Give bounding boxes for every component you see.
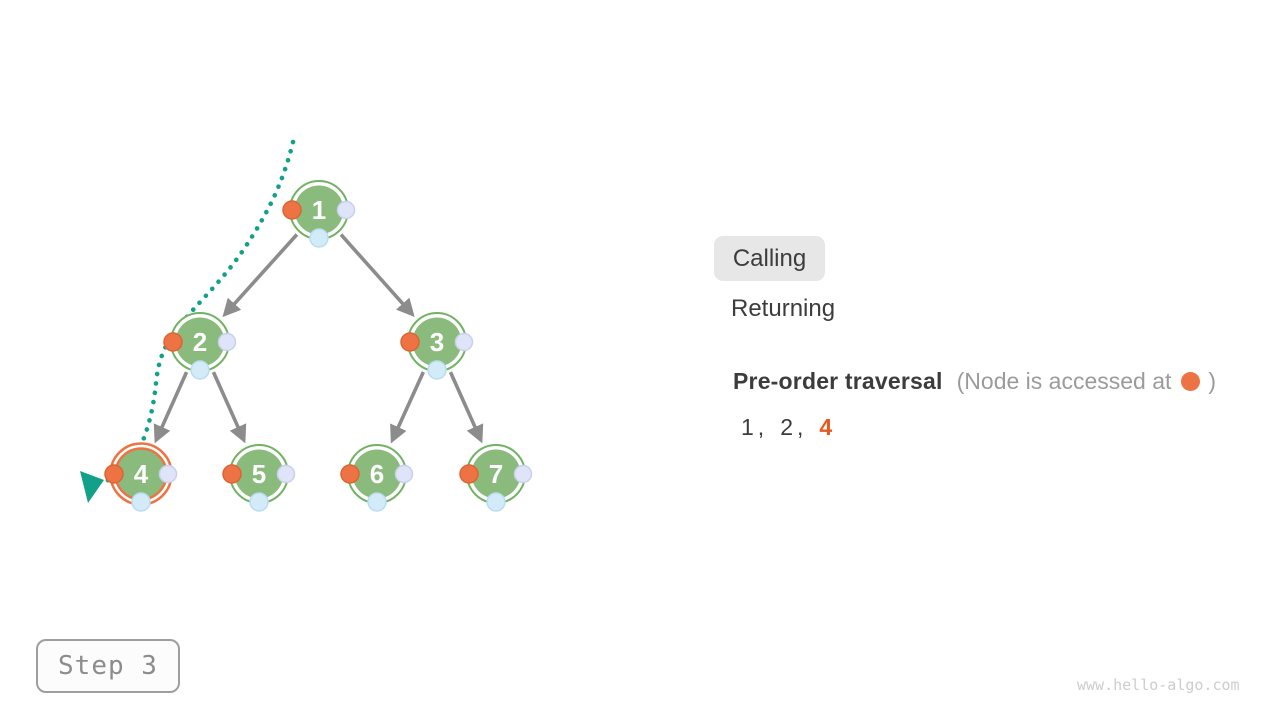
bottom-marker-icon: [427, 360, 447, 380]
right-marker-icon: [276, 464, 296, 484]
tree-edges: [153, 233, 484, 444]
tree-edge: [448, 371, 484, 444]
node-circle: [294, 185, 344, 235]
node-circle: [352, 449, 402, 499]
bottom-marker-icon: [309, 228, 329, 248]
sequence-separator: ,: [757, 414, 765, 440]
access-marker-icon: [104, 464, 124, 484]
tree-node-5: 5: [222, 444, 296, 512]
traversal-note-suffix: ): [1208, 368, 1217, 394]
node-value: 6: [370, 459, 384, 489]
tree-node-6: 6: [340, 444, 414, 512]
legend-calling-chip: Calling: [714, 236, 825, 281]
watermark: www.hello-algo.com: [1077, 676, 1240, 694]
access-marker-icon: [400, 332, 420, 352]
tree-node-1: 1: [282, 180, 356, 248]
right-marker-icon: [513, 464, 533, 484]
node-value: 1: [312, 195, 326, 225]
tree-edge: [390, 371, 425, 444]
right-marker-icon: [217, 332, 237, 352]
node-value: 3: [430, 327, 444, 357]
tree-node-7: 7: [459, 444, 533, 512]
traversal-note-prefix: (Node is accessed at: [956, 368, 1172, 394]
bottom-marker-icon: [486, 492, 506, 512]
sequence-value: 1: [741, 414, 755, 440]
tree-edge: [339, 233, 415, 318]
access-marker-icon: [163, 332, 183, 352]
node-value: 5: [252, 459, 266, 489]
step-badge: Step 3: [36, 639, 180, 693]
tree-node-3: 3: [400, 312, 474, 380]
right-marker-icon: [394, 464, 414, 484]
access-marker-icon: [282, 200, 302, 220]
right-marker-icon: [336, 200, 356, 220]
node-value: 7: [489, 459, 503, 489]
sequence-value: 4: [819, 414, 834, 440]
tree-edge: [211, 371, 247, 444]
sequence-separator: ,: [796, 414, 804, 440]
node-value: 2: [193, 327, 207, 357]
node-circle: [412, 317, 462, 367]
node-value: 4: [134, 459, 149, 489]
access-marker-icon: [340, 464, 360, 484]
traversal-sequence: 1,2,4: [741, 414, 833, 441]
step-label: Step 3: [58, 651, 158, 681]
tree-edge: [222, 233, 299, 318]
bottom-marker-icon: [131, 492, 151, 512]
tree-nodes: 1 2 3 4 5 6 7: [104, 180, 533, 512]
traversal-title: Pre-order traversal: [733, 368, 943, 394]
node-circle: [234, 449, 284, 499]
bottom-marker-icon: [190, 360, 210, 380]
access-marker-icon: [222, 464, 242, 484]
bottom-marker-icon: [367, 492, 387, 512]
node-circle: [175, 317, 225, 367]
sequence-value: 2: [780, 414, 794, 440]
legend-calling-label: Calling: [732, 244, 807, 272]
tree-node-4: 4: [104, 442, 178, 512]
traversal-arrowhead-icon: [80, 471, 104, 503]
node-circle: [471, 449, 521, 499]
legend-returning-label: Returning: [731, 295, 836, 322]
access-marker-icon: [459, 464, 479, 484]
traversal-header: Pre-order traversal (Node is accessed at…: [733, 368, 1216, 395]
right-marker-icon: [454, 332, 474, 352]
bottom-marker-icon: [249, 492, 269, 512]
access-marker-icon: [1181, 372, 1201, 391]
tree-edge: [153, 371, 189, 444]
right-marker-icon: [158, 464, 178, 484]
tree-node-2: 2: [163, 312, 237, 380]
